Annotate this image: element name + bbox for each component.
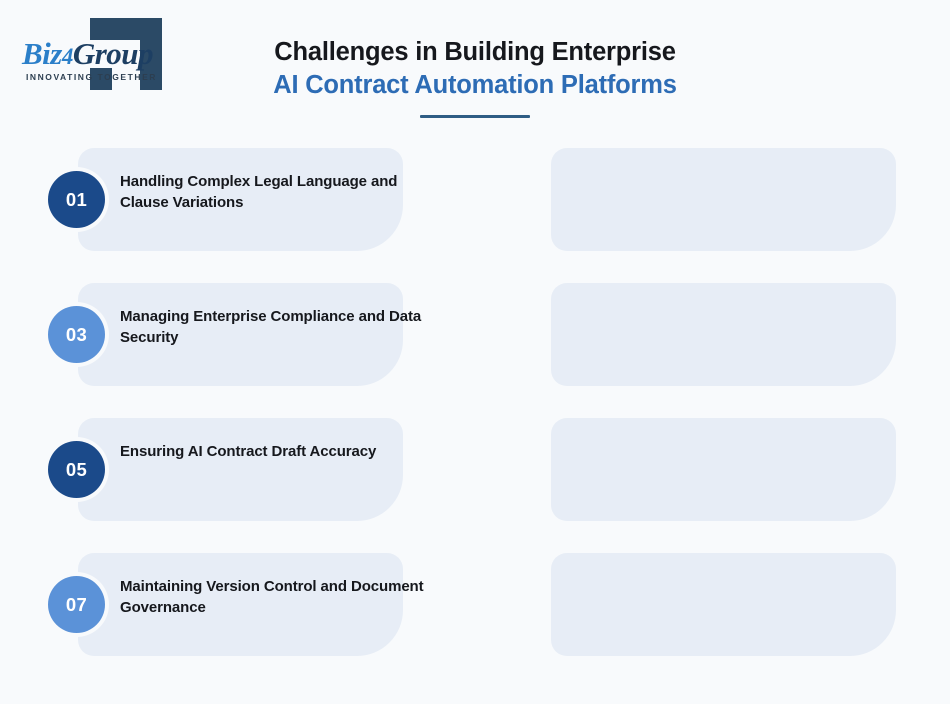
- challenge-item-01: 01 Handling Complex Legal Language and C…: [0, 140, 475, 275]
- challenge-item-02: 02 Training AI Models on Jurisdiction-Sp…: [475, 140, 950, 275]
- challenge-card: [78, 283, 403, 386]
- title-line-accent: AI Contract Automation Platforms: [273, 70, 677, 99]
- logo-wordmark: Biz4Group: [22, 36, 154, 72]
- title-underline-rule: [420, 115, 530, 119]
- challenge-number-badge: 05: [48, 441, 105, 498]
- title-line-primary: Challenges in Building Enterprise: [274, 38, 676, 66]
- challenge-number-badge: 01: [48, 171, 105, 228]
- challenge-card: [551, 148, 896, 251]
- challenge-number-badge: 07: [48, 576, 105, 633]
- challenge-item-04: 04 Integrating With Legacy Enterprise Sy…: [475, 275, 950, 410]
- challenge-card: [551, 553, 896, 656]
- challenge-label: Maintaining Version Control and Document…: [120, 578, 424, 617]
- challenge-card: [78, 553, 403, 656]
- logo-tagline: INNOVATING TOGETHER: [26, 72, 157, 82]
- challenge-label: Ensuring AI Contract Draft Accuracy: [120, 443, 377, 460]
- challenge-card: [78, 418, 403, 521]
- brand-logo: Biz4Group INNOVATING TOGETHER: [18, 18, 178, 92]
- challenge-label: Handling Complex Legal Language and Clau…: [120, 173, 398, 212]
- page-title: Challenges in Building Enterprise AI Con…: [0, 36, 950, 119]
- challenges-grid: 01 Handling Complex Legal Language and C…: [0, 140, 950, 680]
- challenge-label: Managing Enterprise Compliance and Data …: [120, 308, 422, 347]
- challenge-card: [551, 418, 896, 521]
- challenge-number-badge: 03: [48, 306, 105, 363]
- logo-word-group: Group: [72, 36, 154, 71]
- challenge-item-08: 08 Balancing Automation with Legal Overs…: [475, 545, 950, 680]
- challenge-item-06: 06 Structuring Contract Templates for Au…: [475, 410, 950, 545]
- challenge-item-07: 07 Maintaining Version Control and Docum…: [0, 545, 475, 680]
- challenge-card: [551, 283, 896, 386]
- challenge-item-05: 05 Ensuring AI Contract Draft Accuracy: [0, 410, 475, 545]
- logo-word-four: 4: [61, 44, 74, 69]
- logo-bracket-icon: [90, 18, 162, 90]
- challenge-item-03: 03 Managing Enterprise Compliance and Da…: [0, 275, 475, 410]
- challenge-card: [78, 148, 403, 251]
- logo-word-biz: Biz: [22, 36, 62, 71]
- header: Biz4Group INNOVATING TOGETHER Challenges…: [0, 0, 950, 132]
